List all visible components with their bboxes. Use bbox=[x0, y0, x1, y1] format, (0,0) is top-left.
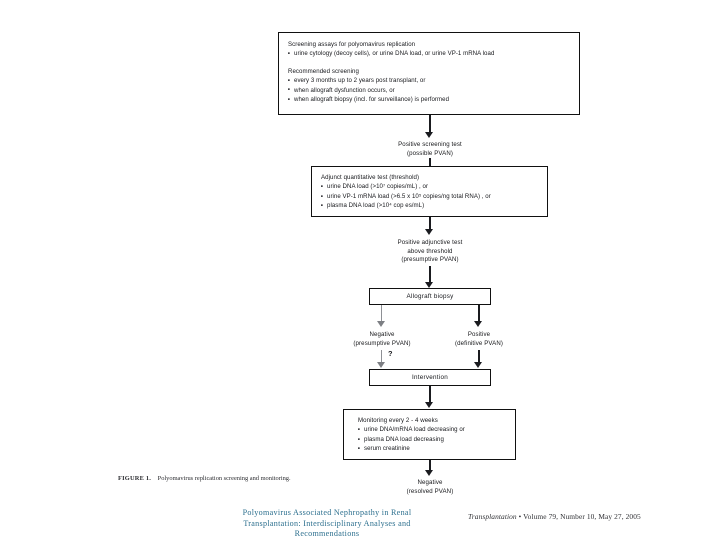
screening-recommendation-list: every 3 months up to 2 years post transp… bbox=[288, 76, 579, 105]
label-branch-negative: Negative (presumptive PVAN) bbox=[330, 331, 434, 348]
connector-positive-to-intervention bbox=[478, 350, 480, 364]
list-item: urine DNA load (>10⁷ copies/mL) , or bbox=[321, 182, 547, 192]
uncertainty-question-mark: ? bbox=[388, 349, 393, 358]
list-item: when allograft dysfunction occurs, or bbox=[288, 85, 579, 95]
label-line: (presumptive PVAN) bbox=[353, 339, 411, 347]
connector-label-to-biopsy bbox=[429, 266, 431, 284]
screening-assay-list: urine cytology (decoy cells), or urine D… bbox=[288, 49, 579, 59]
arrowhead-icon bbox=[425, 470, 433, 476]
arrowhead-icon bbox=[377, 362, 385, 368]
journal-reference: Transplantation • Volume 79, Number 10, … bbox=[468, 512, 714, 521]
footer-title-line: Polyomavirus Associated Nephropathy in R… bbox=[242, 508, 412, 517]
arrowhead-icon bbox=[425, 282, 433, 288]
list-item: urine VP-1 mRNA load (>6.5 x 10⁵ copies/… bbox=[321, 192, 547, 202]
box-monitoring: Monitoring every 2 - 4 weeks urine DNA/m… bbox=[343, 409, 516, 460]
footer-title-line: Recommendations bbox=[294, 529, 360, 539]
arrowhead-icon bbox=[425, 402, 433, 408]
label-line: (possible PVAN) bbox=[406, 149, 454, 157]
adjunct-threshold-list: urine DNA load (>10⁷ copies/mL) , or uri… bbox=[321, 182, 547, 211]
connector-adjunct-to-label bbox=[429, 217, 431, 231]
figure-caption-label: FIGURE 1. bbox=[118, 475, 152, 482]
label-line: (presumptive PVAN) bbox=[401, 256, 459, 264]
arrowhead-icon bbox=[425, 229, 433, 235]
list-item: urine DNA/mRNA load decreasing or bbox=[358, 425, 515, 435]
label-line: above threshold bbox=[407, 247, 453, 255]
list-item: urine cytology (decoy cells), or urine D… bbox=[288, 49, 579, 59]
connector-intervention-to-monitoring bbox=[429, 386, 431, 404]
label-line: Negative bbox=[417, 479, 443, 486]
box-allograft-biopsy: Allograft biopsy bbox=[369, 288, 491, 305]
connector-monitoring-to-final bbox=[429, 460, 431, 472]
figure-caption: FIGURE 1. Polyomavirus replication scree… bbox=[118, 474, 298, 483]
screening-heading-assays: Screening assays for polyomavirus replic… bbox=[288, 41, 416, 48]
monitoring-heading: Monitoring every 2 - 4 weeks bbox=[358, 417, 438, 424]
box-adjunct-quantitative-test: Adjunct quantitative test (threshold) ur… bbox=[311, 166, 548, 217]
figure-caption-text: Polyomavirus replication screening and m… bbox=[157, 475, 291, 482]
connector-biopsy-branch-positive bbox=[478, 305, 480, 323]
connector-biopsy-branch-negative bbox=[381, 305, 383, 323]
connector-negative-to-intervention bbox=[381, 350, 383, 364]
label-line: (definitive PVAN) bbox=[455, 339, 503, 347]
adjunct-heading: Adjunct quantitative test (threshold) bbox=[321, 174, 420, 181]
allograft-biopsy-label: Allograft biopsy bbox=[406, 293, 454, 300]
label-line: Positive screening test bbox=[398, 141, 462, 148]
arrowhead-icon bbox=[377, 321, 385, 327]
label-line: Negative bbox=[369, 331, 395, 338]
intervention-label: Intervention bbox=[412, 374, 448, 381]
screening-heading-recommended: Recommended screening bbox=[288, 67, 359, 75]
list-item: plasma DNA load (>10⁴ cop es/mL) bbox=[321, 201, 547, 211]
connector-screening-to-label bbox=[429, 115, 431, 134]
label-line: Positive bbox=[467, 331, 491, 338]
label-positive-adjunctive: Positive adjunctive test above threshold… bbox=[359, 239, 501, 265]
slide-footer-title: Polyomavirus Associated Nephropathy in R… bbox=[186, 508, 468, 540]
arrowhead-icon bbox=[474, 321, 482, 327]
label-final-negative: Negative (resolved PVAN) bbox=[373, 479, 487, 496]
arrowhead-icon bbox=[474, 362, 482, 368]
arrowhead-icon bbox=[425, 132, 433, 138]
box-intervention: Intervention bbox=[369, 369, 491, 386]
label-line: Positive adjunctive test bbox=[397, 239, 463, 246]
footer-title-line: Transplantation: Interdisciplinary Analy… bbox=[243, 518, 411, 528]
list-item: every 3 months up to 2 years post transp… bbox=[288, 76, 579, 86]
journal-name: Transplantation bbox=[468, 512, 517, 521]
figure-flowchart: Screening assays for polyomavirus replic… bbox=[0, 0, 720, 500]
connector-label-to-adjunct bbox=[429, 158, 431, 166]
list-item: serum creatinine bbox=[358, 444, 515, 454]
label-positive-screening: Positive screening test (possible PVAN) bbox=[359, 141, 501, 158]
journal-issue: • Volume 79, Number 10, May 27, 2005 bbox=[516, 512, 641, 521]
box-screening-assays: Screening assays for polyomavirus replic… bbox=[278, 32, 580, 115]
label-line: (resolved PVAN) bbox=[406, 487, 454, 495]
label-branch-positive: Positive (definitive PVAN) bbox=[427, 331, 531, 348]
monitoring-criteria-list: urine DNA/mRNA load decreasing or plasma… bbox=[358, 425, 515, 454]
list-item: when allograft biopsy (incl. for surveil… bbox=[288, 95, 579, 105]
list-item: plasma DNA load decreasing bbox=[358, 435, 515, 445]
